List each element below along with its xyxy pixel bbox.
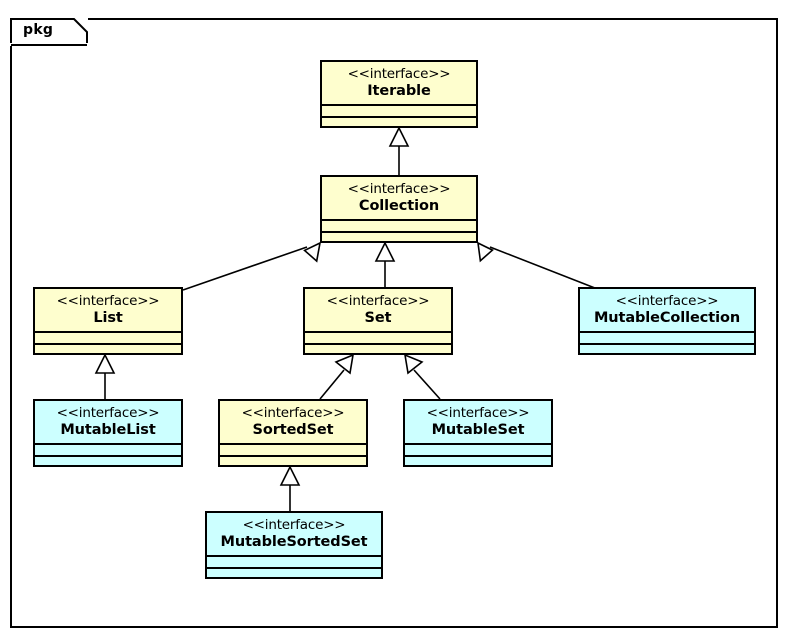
- attributes-compartment: [220, 443, 366, 455]
- node-header: <<interface>> MutableSortedSet: [207, 513, 381, 555]
- operations-compartment: [322, 116, 476, 128]
- package-frame: [10, 18, 778, 628]
- node-header: <<interface>> Set: [305, 289, 451, 331]
- attributes-compartment: [305, 331, 451, 343]
- package-tab: [10, 18, 88, 46]
- operations-compartment: [322, 231, 476, 243]
- package-label: pkg: [23, 22, 54, 38]
- operations-compartment: [35, 455, 181, 467]
- stereotype-label: <<interface>>: [56, 405, 160, 421]
- stereotype-label: <<interface>>: [615, 293, 719, 309]
- operations-compartment: [220, 455, 366, 467]
- node-header: <<interface>> MutableList: [35, 401, 181, 443]
- node-header: <<interface>> SortedSet: [220, 401, 366, 443]
- class-name-label: MutableSet: [431, 421, 525, 438]
- class-name-label: SortedSet: [252, 421, 334, 438]
- attributes-compartment: [207, 555, 381, 567]
- attributes-compartment: [35, 443, 181, 455]
- node-header: <<interface>> MutableCollection: [580, 289, 754, 331]
- class-node-mutablecollection[interactable]: <<interface>> MutableCollection: [578, 287, 756, 355]
- class-node-collection[interactable]: <<interface>> Collection: [320, 175, 478, 243]
- stereotype-label: <<interface>>: [347, 181, 451, 197]
- node-header: <<interface>> Collection: [322, 177, 476, 219]
- stereotype-label: <<interface>>: [426, 405, 530, 421]
- operations-compartment: [207, 567, 381, 579]
- class-node-mutableset[interactable]: <<interface>> MutableSet: [403, 399, 553, 467]
- class-name-label: Collection: [358, 197, 440, 214]
- attributes-compartment: [35, 331, 181, 343]
- class-name-label: List: [93, 309, 123, 326]
- node-header: <<interface>> Iterable: [322, 62, 476, 104]
- class-name-label: MutableList: [60, 421, 156, 438]
- attributes-compartment: [322, 219, 476, 231]
- stereotype-label: <<interface>>: [326, 293, 430, 309]
- class-name-label: MutableSortedSet: [220, 533, 368, 550]
- operations-compartment: [580, 343, 754, 355]
- class-node-iterable[interactable]: <<interface>> Iterable: [320, 60, 478, 128]
- operations-compartment: [35, 343, 181, 355]
- attributes-compartment: [580, 331, 754, 343]
- class-node-mutablesortedset[interactable]: <<interface>> MutableSortedSet: [205, 511, 383, 579]
- class-name-label: Set: [364, 309, 392, 326]
- node-header: <<interface>> MutableSet: [405, 401, 551, 443]
- stereotype-label: <<interface>>: [241, 405, 345, 421]
- class-node-sortedset[interactable]: <<interface>> SortedSet: [218, 399, 368, 467]
- operations-compartment: [305, 343, 451, 355]
- class-node-list[interactable]: <<interface>> List: [33, 287, 183, 355]
- stereotype-label: <<interface>>: [242, 517, 346, 533]
- node-header: <<interface>> List: [35, 289, 181, 331]
- class-name-label: MutableCollection: [593, 309, 741, 326]
- class-node-set[interactable]: <<interface>> Set: [303, 287, 453, 355]
- class-node-mutablelist[interactable]: <<interface>> MutableList: [33, 399, 183, 467]
- operations-compartment: [405, 455, 551, 467]
- attributes-compartment: [405, 443, 551, 455]
- stereotype-label: <<interface>>: [347, 66, 451, 82]
- stereotype-label: <<interface>>: [56, 293, 160, 309]
- attributes-compartment: [322, 104, 476, 116]
- class-name-label: Iterable: [367, 82, 431, 99]
